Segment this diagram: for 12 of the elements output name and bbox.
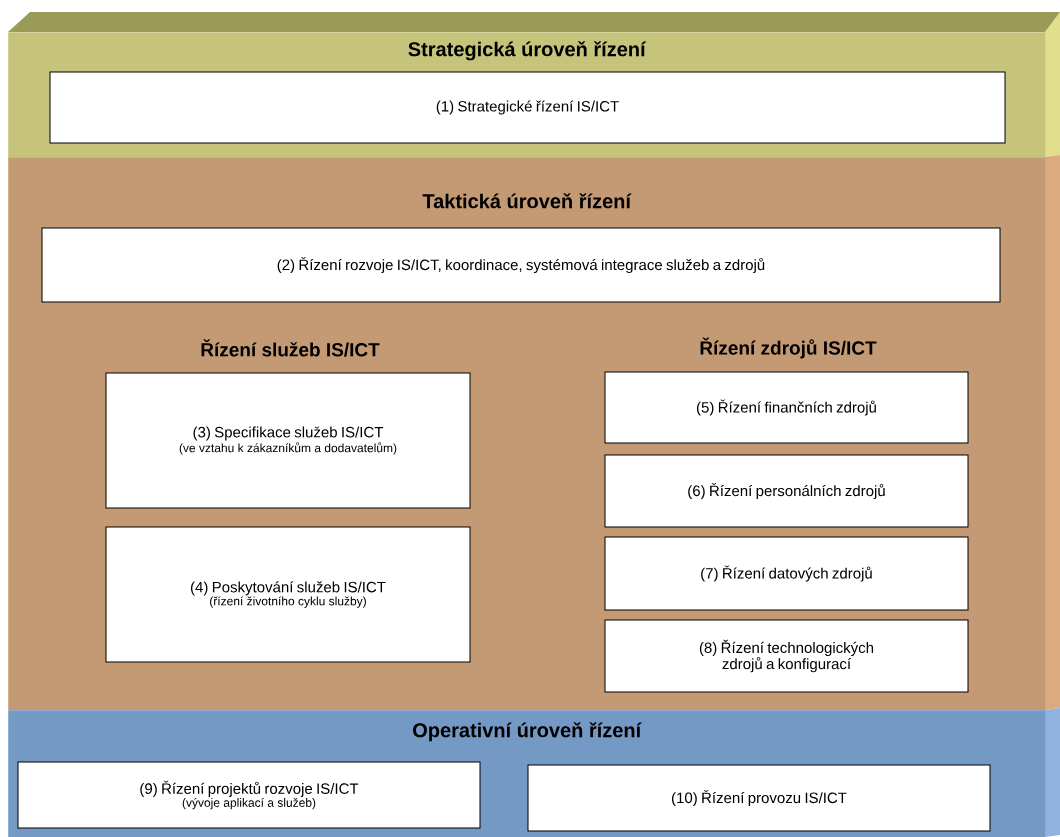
process-box: (5) Řízení finančních zdrojů: [604, 371, 969, 444]
process-box: (8) Řízení technologických zdrojů a konfigurací: [604, 619, 969, 693]
process-box: (3) Specifikace služeb IS/ICT (ve vztahu k zákazníkům a dodavatelům): [105, 372, 471, 509]
process-box: (7) Řízení datových zdrojů: [604, 536, 969, 611]
process-box: (1) Strategické řízení IS/ICT: [49, 71, 1006, 144]
process-box: (10) Řízení provozu IS/ICT: [527, 764, 991, 832]
process-box: (2) Řízení rozvoje IS/ICT, koordinace, systémová integrace služeb a zdrojů: [41, 227, 1001, 303]
process-box: (6) Řízení personálních zdrojů: [604, 454, 969, 528]
group-heading: Řízení zdrojů IS/ICT: [700, 337, 877, 359]
group-heading: Řízení služeb IS/ICT: [201, 339, 380, 357]
process-box: (9) Řízení projektů rozvoje IS/ICT (vývoje aplikací a služeb): [17, 761, 481, 829]
process-box: (4) Poskytování služeb IS/ICT (řízení životního cyklu služby): [105, 526, 471, 663]
